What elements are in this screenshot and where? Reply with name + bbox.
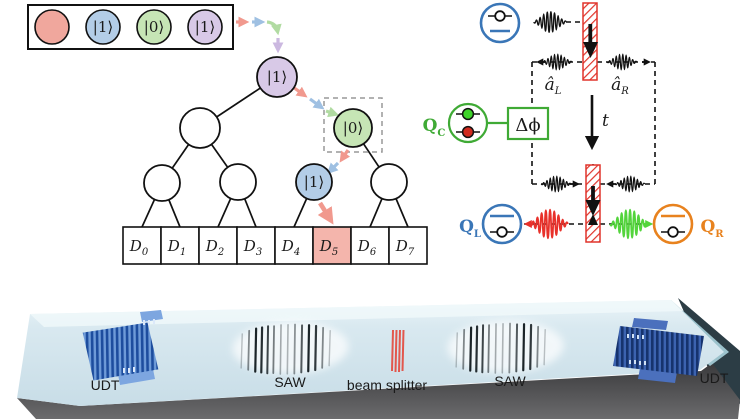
ground-dot-left	[496, 226, 508, 238]
source-qubit-symbol	[479, 2, 521, 44]
root-ket: |1⟩	[267, 68, 287, 86]
udt-left-label: UDT	[91, 377, 120, 393]
blue-ket: |1⟩	[304, 173, 324, 191]
udt-right-transducer	[613, 318, 704, 383]
udt-right-label: UDT	[700, 370, 729, 386]
detector-label-7: D7	[395, 237, 415, 258]
red-level-dot	[461, 125, 475, 139]
tree-node-l3-3	[295, 163, 333, 201]
qr-label: QR	[700, 217, 724, 240]
excitation-dot	[494, 10, 506, 22]
right-qubit: QR	[652, 203, 724, 245]
legend-circle-green	[136, 9, 172, 45]
mode-label-aR: âR	[611, 75, 629, 97]
detector-cell-5-highlighted	[312, 226, 352, 265]
detector-label-4: D4	[281, 237, 300, 258]
chip-front-face	[17, 363, 740, 419]
legend-to-root-arrows	[236, 16, 284, 54]
detector-label-2: D2	[205, 237, 224, 258]
green-level-dot	[461, 107, 475, 121]
detector-cell-4	[274, 226, 314, 265]
legend-ket-0: |0⟩	[144, 18, 164, 36]
qc-label: QC	[423, 116, 446, 139]
beam-splitter-label: beam splitter	[347, 377, 427, 393]
tree-node-l2-right	[333, 108, 373, 148]
coupler-qubit: QC	[423, 102, 508, 144]
tree-diagram: |1⟩ |0⟩ |1⟩	[27, 4, 428, 265]
detector-cell-2	[198, 226, 238, 265]
detector-label-0: D0	[129, 237, 149, 258]
phase-label: Δϕ	[515, 115, 540, 136]
legend-circle-blue	[85, 9, 121, 45]
detector-label-6: D6	[357, 237, 377, 258]
tree-node-root	[256, 56, 298, 98]
saw-left-label: SAW	[274, 374, 306, 390]
legend-ket-1b: |1⟩	[195, 18, 215, 36]
mode-label-aL: âL	[545, 75, 562, 97]
phase-box	[506, 106, 550, 141]
detector-label-5: D5	[319, 237, 338, 258]
tree-nodes	[143, 56, 408, 202]
tree-node-l3-2	[219, 163, 257, 201]
red-wavepacket	[529, 208, 569, 240]
detector-row: D0 D1 D2 D3 D4 D5 D6 D7	[122, 226, 428, 265]
time-label: t	[602, 111, 609, 131]
legend-circle-purple	[187, 9, 223, 45]
detector-cell-3	[236, 226, 276, 265]
beamsplitter-arrows	[583, 24, 601, 225]
detector-cell-0	[122, 226, 162, 265]
chip-top-highlight	[30, 300, 683, 327]
green-wavepacket	[609, 208, 649, 240]
chip-top-face	[17, 300, 724, 406]
detector-label-1: D1	[167, 237, 186, 258]
legend-circle-red	[34, 9, 70, 45]
tree-node-l2-left	[179, 107, 221, 149]
tree-path-arrows	[292, 85, 351, 225]
left-qubit: QL	[459, 203, 523, 245]
ql-label: QL	[459, 217, 481, 240]
ground-dot-right	[667, 226, 679, 238]
detector-label-3: D3	[243, 237, 262, 258]
circuit-schematic: t âL âR QC Δϕ QL	[423, 2, 724, 245]
tree-edges	[141, 76, 409, 228]
dashed-highlight-box	[323, 97, 383, 153]
device-rendering: UDT SAW beam splitter SAW UDT	[17, 298, 740, 419]
green-ket: |0⟩	[343, 119, 363, 137]
udt-left-transducer	[82, 310, 163, 385]
tree-node-l3-4	[370, 163, 408, 201]
tree-node-l3-1	[143, 164, 181, 202]
detector-cell-7	[388, 226, 428, 265]
detector-cell-6	[350, 226, 390, 265]
legend-ket-1: |1⟩	[93, 18, 113, 36]
beam-splitter-chip	[391, 329, 405, 373]
detector-cell-1	[160, 226, 200, 265]
saw-right-label: SAW	[494, 373, 526, 389]
